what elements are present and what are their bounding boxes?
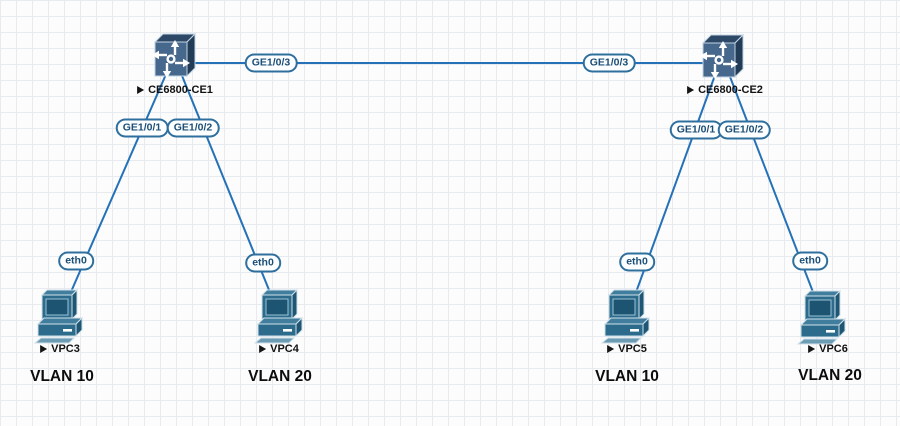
port-label-ce1-ge101[interactable]: GE1/0/1 [115, 118, 169, 138]
node-label-text: CE6800-CE2 [698, 84, 763, 96]
link-ce2-vpc6[interactable] [721, 55, 824, 319]
pc-icon [253, 288, 304, 344]
port-label-vpc6-eth0[interactable]: eth0 [792, 251, 828, 271]
node-label-vpc5[interactable]: VPC5 [607, 343, 647, 355]
node-label-vpc3[interactable]: VPC3 [40, 343, 80, 355]
port-label-ce2-ge103[interactable]: GE1/0/3 [582, 53, 636, 73]
annotation-vlan10-right[interactable]: VLAN 10 [595, 368, 659, 385]
node-label-text: VPC3 [51, 343, 80, 355]
node-label-text: VPC6 [819, 343, 848, 355]
port-label-ce1-ge103[interactable]: GE1/0/3 [244, 53, 298, 73]
node-pc-vpc6[interactable] [796, 289, 849, 352]
pc-icon [796, 289, 847, 345]
play-icon [137, 86, 145, 94]
switch-icon [152, 32, 197, 78]
pc-icon [600, 288, 651, 344]
node-label-vpc6[interactable]: VPC6 [808, 343, 848, 355]
node-label-vpc4[interactable]: VPC4 [259, 343, 299, 355]
node-label-ce2[interactable]: CE6800-CE2 [687, 84, 763, 96]
port-label-ce1-ge102[interactable]: GE1/0/2 [166, 118, 220, 138]
node-label-text: VPC5 [618, 343, 647, 355]
annotation-vlan20-left[interactable]: VLAN 20 [248, 368, 312, 385]
port-label-ce2-ge101[interactable]: GE1/0/1 [669, 120, 723, 140]
play-icon [808, 345, 816, 353]
switch-icon [700, 33, 745, 79]
play-icon [607, 345, 615, 353]
play-icon [40, 345, 48, 353]
node-pc-vpc4[interactable] [253, 288, 306, 351]
link-ce2-vpc5[interactable] [626, 55, 723, 318]
node-switch-ce1[interactable] [150, 31, 198, 84]
node-label-text: CE6800-CE1 [148, 84, 213, 96]
node-label-text: VPC4 [270, 343, 299, 355]
node-pc-vpc3[interactable] [33, 288, 86, 351]
port-label-ce2-ge102[interactable]: GE1/0/2 [717, 120, 771, 140]
link-ce1-vpc3[interactable] [59, 55, 175, 318]
node-pc-vpc5[interactable] [600, 288, 653, 351]
annotation-vlan10-left[interactable]: VLAN 10 [30, 368, 94, 385]
play-icon [687, 86, 695, 94]
node-label-ce1[interactable]: CE6800-CE1 [137, 84, 213, 96]
annotation-vlan20-right[interactable]: VLAN 20 [798, 367, 862, 384]
pc-icon [33, 288, 84, 344]
port-label-vpc3-eth0[interactable]: eth0 [58, 251, 94, 271]
port-label-vpc4-eth0[interactable]: eth0 [245, 253, 281, 273]
link-ce1-vpc4[interactable] [173, 55, 281, 318]
port-label-vpc5-eth0[interactable]: eth0 [619, 252, 655, 272]
play-icon [259, 345, 267, 353]
node-switch-ce2[interactable] [698, 32, 746, 85]
